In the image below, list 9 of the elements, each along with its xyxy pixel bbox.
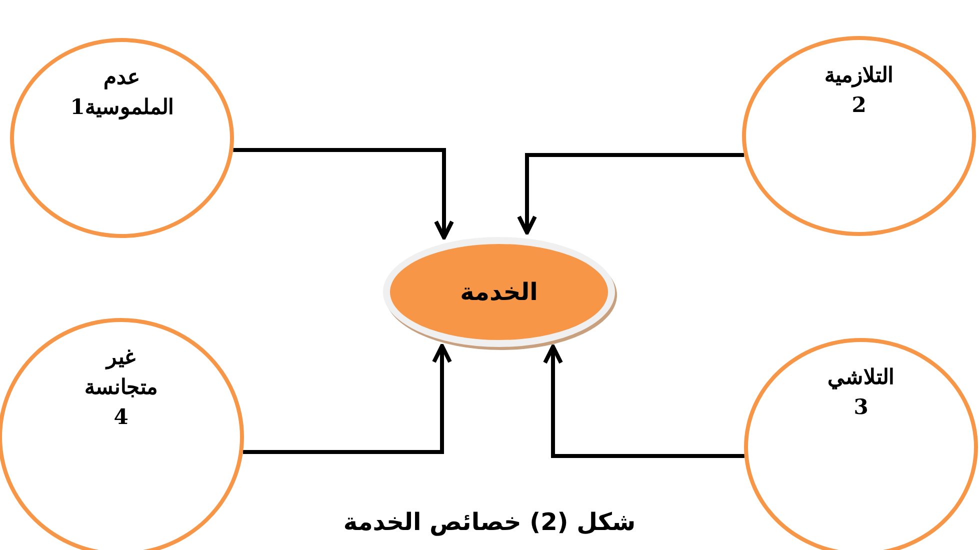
figure-caption: شكل (2) خصائص الخدمة	[343, 508, 636, 536]
circle-label: غير متجانسة 4	[84, 343, 158, 431]
ellipse-label: الخدمة	[460, 277, 538, 307]
arrow	[233, 148, 454, 240]
arrow	[517, 153, 744, 235]
circle-label: التلازمية 2	[824, 61, 894, 119]
circle-label: عدم الملموسية1	[70, 63, 174, 122]
circle-label: التلاشي 3	[828, 363, 894, 421]
arrow	[543, 344, 744, 458]
